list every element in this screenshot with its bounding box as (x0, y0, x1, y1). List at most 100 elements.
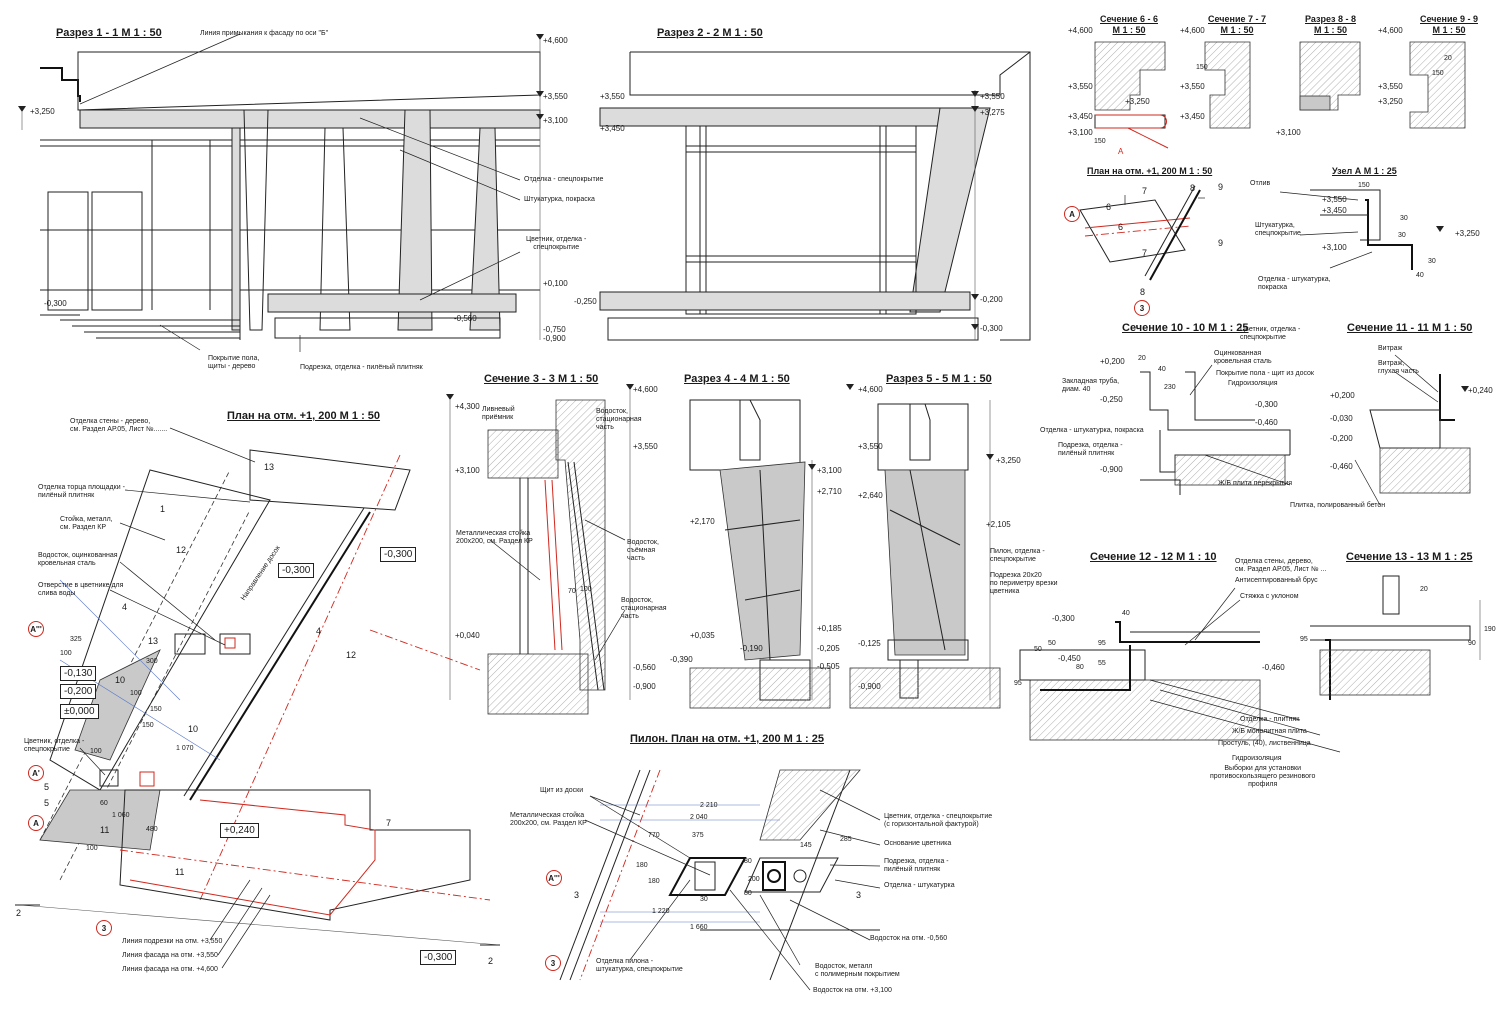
label-plaster-special: Штукатурка, спецпокрытие (1255, 222, 1301, 237)
detail-dimension: 30 (1398, 232, 1406, 239)
detail-dimension: 40 (1122, 610, 1130, 617)
label-polished-concrete: Плитка, полированный бетон (1290, 502, 1386, 509)
pilon-dimension: 770 (648, 832, 660, 839)
level-mark: -0,205 (817, 644, 840, 653)
title-section-4-4: Разрез 4 - 4 М 1 : 50 (684, 373, 790, 385)
plan-dimension: 100 (60, 650, 72, 657)
label-board-panel: Щит из доски (540, 787, 584, 794)
detail-a (1279, 189, 1413, 270)
level-mark: +3,100 (1276, 128, 1301, 137)
detail-dimension: 50 (1034, 646, 1042, 653)
detail-dimension: 150 (1196, 64, 1208, 71)
label-facade-line-2: Линия фасада на отм. +4,600 (122, 966, 218, 973)
level-mark: +3,450 (1068, 112, 1093, 121)
level-mark: +4,600 (543, 36, 568, 45)
level-mark: -0,560 (633, 663, 656, 672)
label-undercut: Подрезка, отделка - пилёный плитняк (300, 364, 423, 371)
label-undercut-10: Подрезка, отделка - пилёный плитняк (1058, 442, 1123, 457)
label-wall-finish: Отделка стены - дерево, см. Раздел АР.05… (70, 418, 168, 433)
level-mark: -0,200 (1330, 434, 1353, 443)
title-section-10-10: Сечение 10 - 10 М 1 : 25 (1122, 322, 1249, 334)
label-metal-column: Металлическая стойка 200x200, см. Раздел… (456, 530, 533, 545)
level-mark: -0,250 (1100, 395, 1123, 404)
detail-dimension: 30 (1428, 258, 1436, 265)
section-cut-mark: 12 (176, 545, 187, 555)
label-floor-covering: Покрытие пола, щиты - дерево (208, 355, 260, 370)
detail-dimension: 95 (1300, 636, 1308, 643)
plan-dimension: 480 (146, 826, 158, 833)
level-mark: -0,900 (633, 682, 656, 691)
plan-dimension: 300 (146, 658, 158, 665)
plan-dimension: 100 (86, 845, 98, 852)
level-mark: +3,450 (600, 124, 625, 133)
plan-level-box: -0,200 (60, 684, 97, 699)
level-mark: -0,300 (44, 299, 67, 308)
label-galv-steel: Оцинкованная кровельная сталь (1214, 350, 1272, 365)
section-4-4 (689, 399, 831, 709)
detail-dimension: 150 (1432, 70, 1444, 77)
label-pylon-plaster: Отделка - штукатурка (884, 882, 955, 889)
plan-level-box: ±0,000 (60, 704, 99, 719)
level-mark: -0,460 (1262, 663, 1285, 672)
title-section-9-9: Сечение 9 - 9 М 1 : 50 (1420, 14, 1478, 35)
level-mark: +2,105 (986, 520, 1011, 529)
level-mark: +3,250 (1378, 97, 1403, 106)
label-flagstone: Отделка - плитняк (1240, 716, 1300, 723)
label-planter-base: Основание цветника (884, 840, 952, 847)
level-mark: +3,550 (600, 92, 625, 101)
label-finish-special: Отделка - спецпокрытие (524, 176, 604, 183)
label-downpipe: Водосток, оцинкованная кровельная сталь (38, 552, 118, 567)
axis-marker: А (28, 815, 44, 831)
plan-dimension: 100 (130, 690, 142, 697)
level-mark: +0,100 (543, 279, 568, 288)
plan-dimension: 150 (150, 706, 162, 713)
detail-dimension: 95 (1098, 640, 1106, 647)
detail-dimension: 80 (1076, 664, 1084, 671)
plan-level-box: +0,240 (220, 823, 259, 838)
detail-dimension: 50 (1048, 640, 1056, 647)
label-drain-hole: Отверстие в цветнике для слива воды (38, 582, 124, 597)
section-cut-mark: 8 (1140, 287, 1146, 297)
section-cut-mark: 7 (1142, 186, 1148, 196)
title-pilon-plan: Пилон. План на отм. +1, 200 М 1 : 25 (630, 733, 825, 745)
section-5-5 (849, 400, 1001, 709)
label-drain-fixed: Водосток, стационарная часть (596, 408, 642, 431)
title-section-1-1: Разрез 1 - 1 М 1 : 50 (56, 27, 162, 39)
level-mark: -0,900 (858, 682, 881, 691)
level-mark: -0,460 (1255, 418, 1278, 427)
label-drain-560: Водосток на отм. -0,560 (870, 935, 948, 942)
main-plan (15, 427, 501, 969)
label-embedded-pipe: Закладная труба, диам. 40 (1062, 378, 1120, 393)
plan-level-box: -0,300 (278, 563, 315, 578)
level-mark: -0,300 (980, 324, 1003, 333)
level-mark: +3,550 (1180, 82, 1205, 91)
detail-dimension: 20 (1420, 586, 1428, 593)
level-mark: -0,125 (858, 639, 881, 648)
section-cut-mark: 10 (188, 724, 199, 734)
section-cut-mark: 11 (175, 867, 185, 877)
level-mark: -0,450 (1058, 654, 1081, 663)
label-screed: Стяжка с уклоном (1240, 593, 1299, 600)
section-cut-mark: 11 (100, 825, 110, 835)
section-cut-mark: 13 (264, 462, 275, 472)
detail-dimension: 30 (1400, 215, 1408, 222)
small-plan (1079, 185, 1205, 281)
plan-dimension: 1 060 (112, 812, 130, 819)
level-markers (18, 34, 1469, 470)
level-mark: +3,250 (30, 107, 55, 116)
level-mark: -0,030 (1330, 414, 1353, 423)
level-mark: -0,460 (1330, 462, 1353, 471)
detail-dimension: 20 (1444, 55, 1452, 62)
detail-mark-a: А (1118, 147, 1124, 156)
level-mark: +0,185 (817, 624, 842, 633)
detail-dimension: 55 (1098, 660, 1106, 667)
section-cut-mark: 3 (856, 890, 862, 900)
pilon-dimension: 180 (648, 878, 660, 885)
level-mark: -0,200 (980, 295, 1003, 304)
detail-dimension: 150 (1094, 138, 1106, 145)
section-11-11 (1354, 354, 1471, 506)
section-cut-mark: 4 (316, 626, 322, 636)
label-waterproofing-12: Гидроизоляция (1232, 755, 1282, 762)
level-mark: -0,560 (454, 314, 477, 323)
axis-marker: 3 (545, 955, 561, 971)
